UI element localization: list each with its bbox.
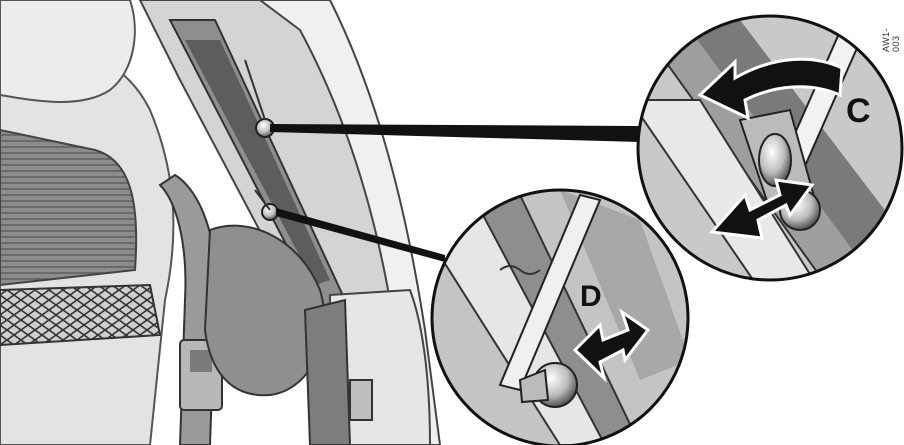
- mount-clip: [350, 380, 372, 420]
- headrest: [0, 0, 135, 102]
- detail-view-c: [630, 10, 904, 290]
- callout-label-c: C: [846, 92, 871, 131]
- latch-knob-d: [262, 204, 278, 220]
- trim-support: [305, 300, 350, 445]
- detail-view-d: [430, 190, 690, 445]
- car-interior-scene: [0, 0, 440, 445]
- callout-label-d: D: [580, 280, 602, 314]
- figure-code: AW1-003: [881, 28, 901, 52]
- cargo-net: [0, 285, 160, 345]
